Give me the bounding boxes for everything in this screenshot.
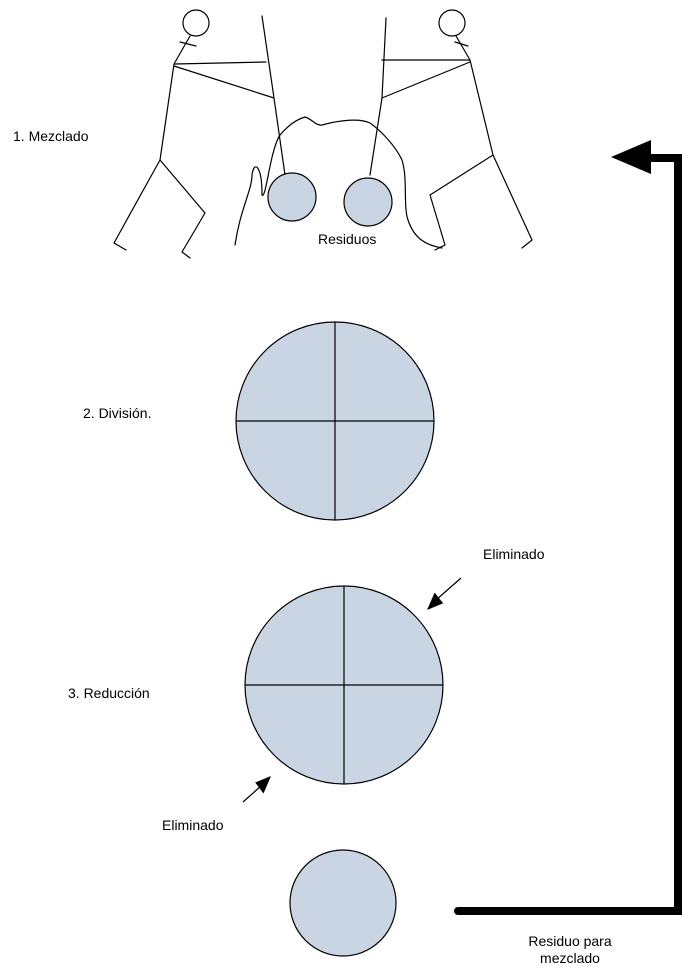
eliminated-label-bottom: Eliminado [162, 817, 223, 834]
final-sample-circle [290, 850, 396, 956]
heap-outline [235, 117, 442, 248]
residue-for-mixing-label: Residuo para mezclado [505, 933, 635, 967]
eliminated-arrow-bottom [243, 776, 271, 802]
division-circle [236, 322, 434, 520]
left-worker-figure [114, 10, 285, 258]
eliminated-label-top: Eliminado [483, 546, 544, 563]
step-3-label: 3. Reducción [68, 685, 150, 702]
residues-label: Residuos [318, 231, 376, 248]
right-worker-shovel-handle [370, 18, 386, 175]
right-residue-circle [344, 178, 392, 226]
right-worker-body [430, 36, 532, 250]
left-worker-body [114, 36, 205, 258]
step-2-label: 2. División. [83, 405, 151, 422]
reduction-circle [245, 586, 443, 784]
return-arrow-head [611, 140, 651, 174]
left-worker-arms [174, 42, 274, 98]
right-worker-head [439, 10, 465, 36]
step-1-label: 1. Mezclado [13, 128, 88, 145]
left-worker-head [183, 10, 209, 36]
right-worker-figure [370, 10, 532, 250]
right-worker-arms [382, 42, 470, 98]
left-residue-circle [268, 173, 316, 221]
eliminated-arrow-top [427, 578, 461, 610]
residue-label-line-1: Residuo para [505, 933, 635, 950]
return-arrow-path [458, 158, 678, 911]
return-arrow [458, 140, 678, 911]
residue-label-line-2: mezclado [505, 950, 635, 967]
